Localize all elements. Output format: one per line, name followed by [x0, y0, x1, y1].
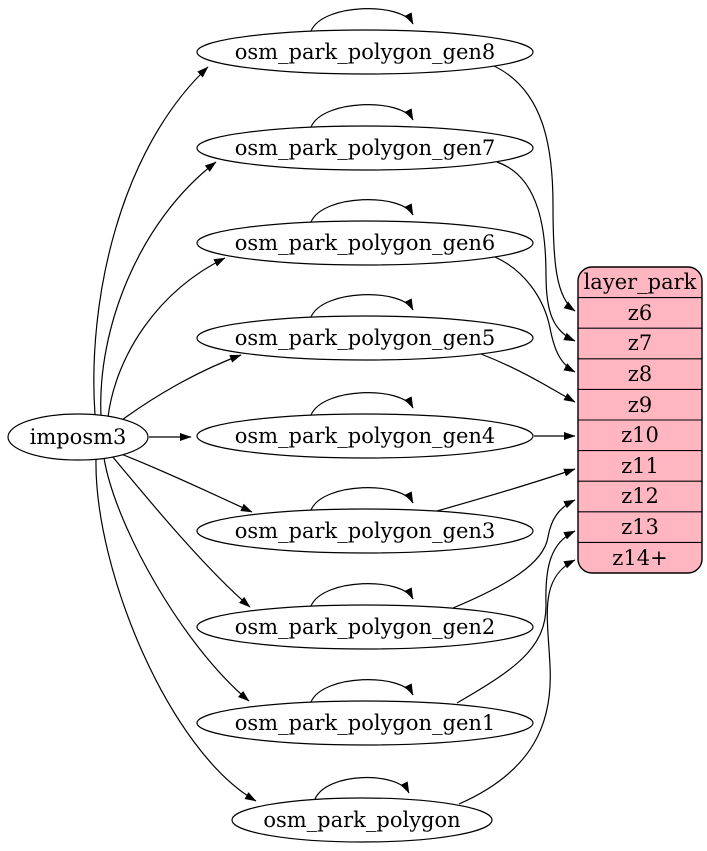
- node-polygon-label: osm_park_polygon: [263, 808, 460, 832]
- edge-imposm3-gen8: [93, 66, 209, 416]
- layer-park-row-lines: [578, 297, 702, 543]
- edge-loop-gen6: [310, 199, 414, 223]
- edge-imposm3-gen6: [107, 257, 226, 418]
- node-gen2-label: osm_park_polygon_gen2: [235, 615, 496, 639]
- node-imposm3-shape: [7, 413, 149, 461]
- edge-imposm3-polygon: [95, 458, 257, 802]
- node-osm-park-polygon-gen4: osm_park_polygon_gen4: [196, 413, 534, 459]
- edge-loop-gen8: [310, 8, 414, 32]
- node-imposm3: imposm3: [7, 413, 149, 461]
- edge-imposm3-gen1: [103, 457, 250, 702]
- node-osm-park-polygon-gen2: osm_park_polygon_gen2: [196, 604, 534, 650]
- node-imposm3-label: imposm3: [30, 425, 127, 449]
- node-gen1-shape: [196, 700, 534, 746]
- edge-imposm3-gen3: [120, 453, 253, 513]
- node-gen6-shape: [196, 220, 534, 266]
- node-osm-park-polygon-gen7: osm_park_polygon_gen7: [196, 125, 534, 171]
- edge-loop-gen3: [310, 487, 414, 511]
- node-osm-park-polygon-gen6: osm_park_polygon_gen6: [196, 220, 534, 266]
- node-gen8-shape: [196, 29, 534, 75]
- node-gen3-shape: [196, 508, 534, 554]
- edge-imposm3-gen7: [100, 161, 217, 417]
- node-gen8-label: osm_park_polygon_gen8: [235, 40, 496, 64]
- node-gen5-label: osm_park_polygon_gen5: [235, 326, 496, 350]
- edge-gen8-z6: [493, 65, 576, 312]
- edge-polygon-z14: [458, 559, 576, 805]
- node-gen5-shape: [196, 315, 534, 361]
- node-gen1-label: osm_park_polygon_gen1: [235, 711, 496, 735]
- node-gen7-shape: [196, 125, 534, 171]
- edge-gen6-z8: [494, 256, 576, 373]
- node-osm-park-polygon: osm_park_polygon: [231, 797, 493, 843]
- edges-to-layer: [436, 65, 576, 805]
- layer-park-header: layer_park: [584, 270, 697, 294]
- edge-imposm3-gen5: [121, 354, 242, 421]
- node-gen7-label: osm_park_polygon_gen7: [235, 136, 496, 160]
- layer-park-row-z9: z9: [628, 393, 652, 417]
- node-gen4-shape: [196, 413, 534, 459]
- layer-park-row-z6: z6: [628, 301, 652, 325]
- node-layer-park: layer_park z6 z7 z8 z9 z10 z11 z12 z13 z…: [577, 266, 703, 574]
- node-gen2-shape: [196, 604, 534, 650]
- edge-loop-polygon: [314, 777, 410, 800]
- edge-gen2-z12: [452, 499, 576, 609]
- edge-loop-gen1: [310, 679, 414, 703]
- edge-gen1-z13: [456, 530, 576, 704]
- edge-loop-gen5: [310, 294, 414, 318]
- layer-park-row-z10: z10: [621, 423, 659, 447]
- node-osm-park-polygon-gen8: osm_park_polygon_gen8: [196, 29, 534, 75]
- node-osm-park-polygon-gen1: osm_park_polygon_gen1: [196, 700, 534, 746]
- edges-self-loops: [310, 8, 414, 800]
- edge-loop-gen4: [310, 392, 414, 416]
- node-osm-park-polygon-gen5: osm_park_polygon_gen5: [196, 315, 534, 361]
- edge-gen5-z9: [480, 353, 576, 403]
- node-polygon-shape: [231, 797, 493, 843]
- node-gen6-label: osm_park_polygon_gen6: [235, 231, 496, 255]
- layer-park-row-z12: z12: [621, 484, 659, 508]
- layer-park-row-z13: z13: [621, 515, 659, 539]
- edge-loop-gen2: [310, 583, 414, 607]
- nodes: imposm3 osm_park_polygon_gen8 osm_park_p…: [7, 29, 534, 843]
- layer-park-row-z11: z11: [621, 454, 659, 478]
- edge-gen7-z7: [496, 161, 576, 342]
- edge-gen3-z11: [436, 468, 576, 512]
- edge-imposm3-gen2: [111, 455, 251, 608]
- layer-park-row-z14: z14+: [612, 546, 667, 570]
- node-gen3-label: osm_park_polygon_gen3: [235, 519, 496, 543]
- layer-park-row-z7: z7: [628, 331, 652, 355]
- layer-park-row-z8: z8: [628, 362, 652, 386]
- edges-producer: [93, 66, 257, 802]
- edge-loop-gen7: [310, 104, 414, 128]
- node-osm-park-polygon-gen3: osm_park_polygon_gen3: [196, 508, 534, 554]
- node-gen4-label: osm_park_polygon_gen4: [235, 424, 496, 448]
